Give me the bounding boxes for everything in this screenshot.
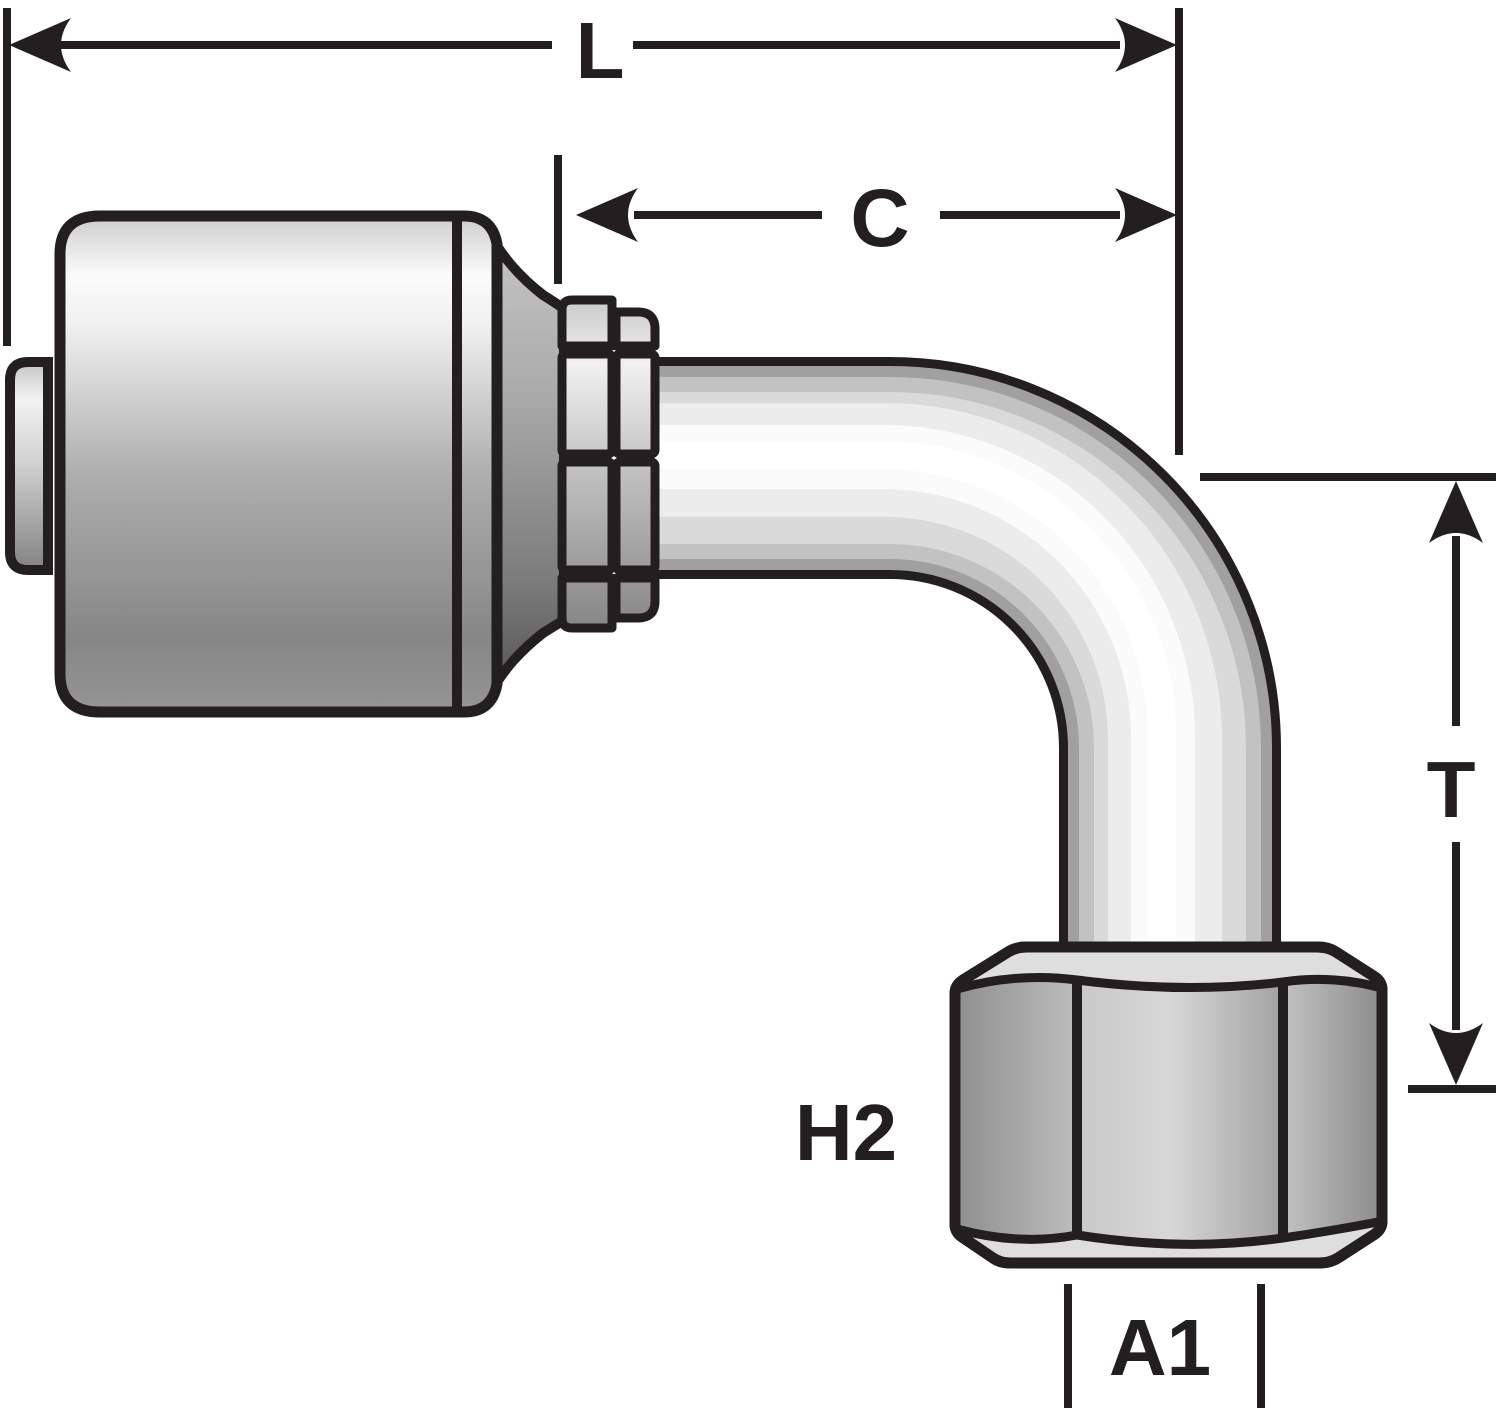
elbow-tube: [638, 357, 1281, 985]
dimension-L: [3, 8, 1183, 455]
hex-nut-top-bevel-line: [955, 972, 1380, 994]
collar-ring-segment: [557, 349, 617, 459]
collar-ring-segment: [557, 457, 617, 575]
dimension-T: [1200, 473, 1496, 1093]
hex-nut-face-right: [1283, 979, 1379, 1238]
collar-ring-segment: [611, 349, 660, 459]
collar-ring-segment: [557, 573, 617, 633]
hex-nut-face-middle: [1077, 980, 1283, 1244]
dimension-L-arrow-right-icon: [1115, 18, 1177, 72]
dimension-A1: [1064, 1284, 1265, 1408]
dimension-T-arrow-down-icon: [1429, 1023, 1483, 1085]
dimension-L-label: L: [576, 6, 625, 95]
collar-rings: [557, 295, 660, 633]
collar-ring-segment: [611, 457, 660, 575]
dimension-A1-label: A1: [1109, 1303, 1211, 1392]
hex-nut-outline: [949, 941, 1388, 1269]
hex-size-H2-label: H2: [795, 1088, 897, 1177]
hex-nut-bottom-bevel-line: [955, 1217, 1379, 1249]
dimension-T-label: T: [1427, 745, 1476, 834]
dimension-C-label: C: [850, 173, 909, 264]
crimp-ferrule: [54, 210, 503, 718]
hose-stub: [5, 357, 53, 575]
collar-ring-segment: [611, 307, 660, 351]
dimension-C-arrow-left-icon: [576, 188, 638, 242]
collar-ring-segment: [611, 573, 660, 623]
dimension-C-arrow-right-icon: [1115, 188, 1177, 242]
elbow-tube-highlight-core: [638, 441, 1176, 972]
dimension-C: [554, 155, 1177, 284]
dimension-T-arrow-up-icon: [1429, 481, 1483, 543]
collar-ring-segment: [557, 295, 617, 351]
hex-nut: [949, 941, 1388, 1269]
hex-nut-face-left: [956, 977, 1077, 1239]
